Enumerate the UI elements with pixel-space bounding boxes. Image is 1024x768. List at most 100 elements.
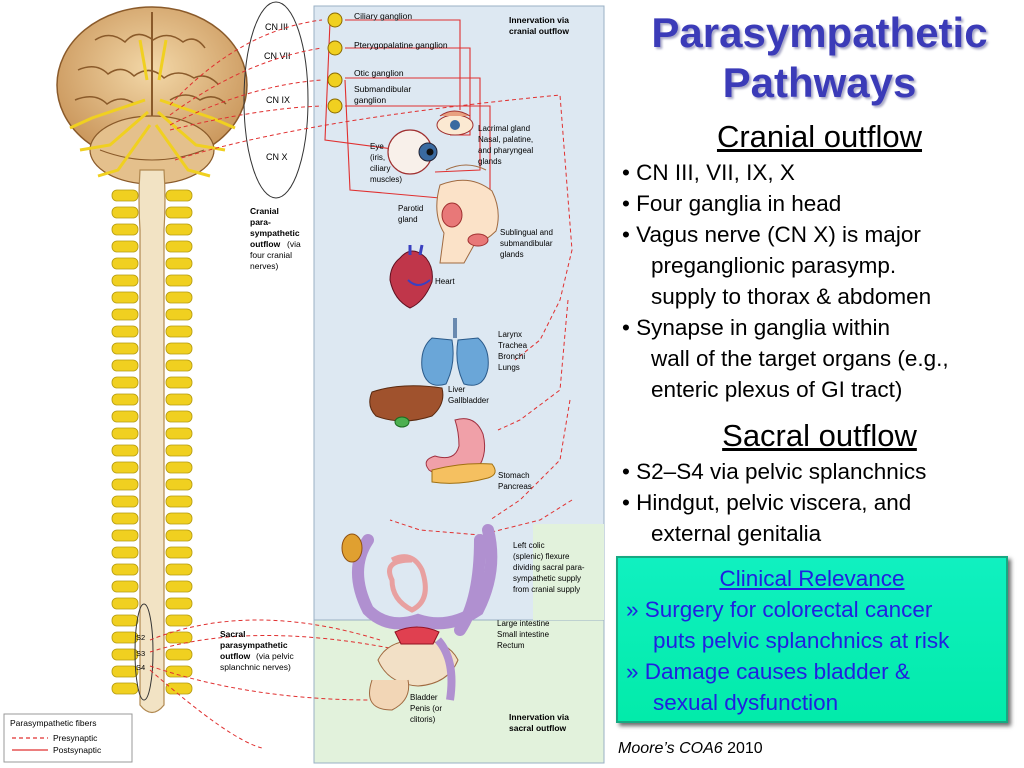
spinal-nerve-root bbox=[111, 223, 139, 236]
svg-text:from cranial supply: from cranial supply bbox=[513, 585, 580, 594]
svg-text:ciliary: ciliary bbox=[370, 164, 390, 173]
spinal-nerve-root bbox=[165, 257, 193, 270]
fiber-legend: Parasympathetic fibers Presynaptic Posts… bbox=[3, 713, 133, 763]
cranial-bullet: • Vagus nerve (CN X) is major preganglio… bbox=[622, 222, 932, 309]
legend-presynaptic-label: Presynaptic bbox=[53, 733, 98, 743]
intestine-illustration bbox=[341, 524, 498, 636]
svg-text:Parotid: Parotid bbox=[398, 204, 423, 213]
spinal-nerve-root bbox=[111, 342, 139, 355]
spinal-nerve-root bbox=[111, 410, 139, 423]
spinal-nerve-root bbox=[165, 291, 193, 304]
sacral-outflow-label: Sacral parasympathetic outflow (via pelv… bbox=[220, 629, 295, 672]
spinal-nerve-root bbox=[111, 427, 139, 440]
label-ciliary-ganglion: Ciliary ganglion bbox=[354, 11, 412, 21]
svg-text:Stomach: Stomach bbox=[498, 471, 530, 480]
spinal-nerve-root bbox=[111, 682, 139, 695]
spinal-nerve-root bbox=[111, 325, 139, 338]
svg-text:outflow: outflow bbox=[220, 651, 251, 661]
svg-text:(iris,: (iris, bbox=[370, 153, 385, 162]
label-cranial-innervation-1: Innervation via bbox=[509, 15, 569, 25]
spinal-nerve-root bbox=[165, 189, 193, 202]
cranial-bullet: • CN III, VII, IX, X bbox=[622, 160, 795, 185]
cranial-nerves bbox=[69, 39, 236, 178]
cranial-outflow-label: Cranial para- sympathetic outflow (via f… bbox=[250, 206, 301, 271]
svg-text:muscles): muscles) bbox=[370, 175, 402, 184]
svg-text:parasympathetic: parasympathetic bbox=[220, 640, 288, 650]
sacral-bullet: • S2–S4 via pelvic splanchnics bbox=[622, 459, 927, 484]
svg-text:Large intestine: Large intestine bbox=[497, 619, 550, 628]
svg-text:nerves): nerves) bbox=[250, 261, 279, 271]
svg-text:sympathetic supply: sympathetic supply bbox=[513, 574, 581, 583]
svg-text:Rectum: Rectum bbox=[497, 641, 525, 650]
citation: Moore’s COA6 2010 bbox=[618, 740, 763, 758]
sacral-innervation-panel bbox=[313, 619, 605, 764]
spinal-nerve-root bbox=[165, 410, 193, 423]
svg-text:splanchnic nerves): splanchnic nerves) bbox=[220, 662, 291, 672]
parotid-label: Parotid gland bbox=[398, 204, 423, 224]
label-cn-vii: CN VII bbox=[264, 51, 291, 61]
svg-text:submandibular: submandibular bbox=[500, 239, 553, 248]
spinal-nerve-root bbox=[165, 597, 193, 610]
presynaptic-fibers bbox=[149, 19, 573, 749]
spinal-nerve-root bbox=[111, 580, 139, 593]
spinal-nerve-root bbox=[111, 665, 139, 678]
spinal-cord bbox=[138, 169, 166, 714]
svg-text:para-: para- bbox=[250, 217, 271, 227]
head-glands-illustration bbox=[436, 164, 499, 264]
spinal-nerve-root bbox=[165, 274, 193, 287]
svg-text:Small intestine: Small intestine bbox=[497, 630, 550, 639]
sacral-outflow-list: • S2–S4 via pelvic splanchnics • Hindgut… bbox=[622, 456, 1022, 549]
svg-text:Sublingual and: Sublingual and bbox=[500, 228, 553, 237]
sublingual-label: Sublingual and submandibular glands bbox=[500, 228, 553, 259]
svg-text:glands: glands bbox=[500, 250, 524, 259]
citation-work: COA6 bbox=[679, 740, 723, 757]
spinal-nerve-root bbox=[111, 478, 139, 491]
svg-text:outflow: outflow bbox=[250, 239, 281, 249]
spinal-nerve-root bbox=[165, 240, 193, 253]
label-cn-ix: CN IX bbox=[266, 95, 290, 105]
spinal-nerve-root bbox=[111, 563, 139, 576]
svg-text:(via: (via bbox=[287, 239, 301, 249]
svg-text:Innervation via: Innervation via bbox=[509, 712, 569, 722]
svg-text:Nasal, palatine,: Nasal, palatine, bbox=[478, 135, 533, 144]
label-submandibular-ganglion-1: Submandibular bbox=[354, 84, 411, 94]
spinal-nerve-root bbox=[111, 291, 139, 304]
clinical-relevance-box: Clinical Relevance » Surgery for colorec… bbox=[616, 556, 1008, 723]
label-s3: S3 bbox=[136, 649, 145, 658]
spinal-nerve-root bbox=[111, 359, 139, 372]
brain bbox=[56, 6, 248, 185]
lungs-label: Larynx Trachea Bronchi Lungs bbox=[498, 330, 528, 372]
pelvic-organs-illustration bbox=[369, 626, 459, 711]
spinal-nerve-root bbox=[165, 580, 193, 593]
spinal-nerve-root bbox=[165, 682, 193, 695]
slide-title-line-1: Parasympathetic bbox=[651, 9, 988, 56]
svg-text:four cranial: four cranial bbox=[250, 250, 292, 260]
spinal-nerve-root bbox=[111, 648, 139, 661]
svg-text:gland: gland bbox=[398, 215, 418, 224]
lacrimal-label: Lacrimal gland Nasal, palatine, and phar… bbox=[478, 124, 533, 166]
label-pterygopalatine-ganglion: Pterygopalatine ganglion bbox=[354, 40, 448, 50]
spinal-nerve-root bbox=[111, 614, 139, 627]
heart-illustration bbox=[389, 244, 433, 309]
sacral-segments-outline bbox=[134, 603, 154, 701]
stomach-pancreas-illustration bbox=[425, 418, 496, 484]
spinal-nerve-root bbox=[111, 189, 139, 202]
spinal-nerve-root bbox=[111, 206, 139, 219]
label-cn-iii: CN III bbox=[265, 22, 288, 32]
label-s4: S4 bbox=[136, 663, 145, 672]
svg-text:Liver: Liver bbox=[448, 385, 466, 394]
svg-text:and pharyngeal: and pharyngeal bbox=[478, 146, 533, 155]
svg-text:(splenic) flexure: (splenic) flexure bbox=[513, 552, 570, 561]
legend-postsynaptic-label: Postsynaptic bbox=[53, 745, 102, 755]
svg-text:Pancreas: Pancreas bbox=[498, 482, 532, 491]
spinal-nerve-root bbox=[165, 376, 193, 389]
citation-author: Moore’s bbox=[618, 740, 675, 757]
svg-text:Bronchi: Bronchi bbox=[498, 352, 525, 361]
label-submandibular-ganglion-2: ganglion bbox=[354, 95, 386, 105]
clinical-item: » Surgery for colorectal cancer puts pel… bbox=[626, 597, 950, 653]
spinal-nerve-root bbox=[111, 461, 139, 474]
spinal-nerve-root bbox=[165, 461, 193, 474]
svg-text:dividing sacral para-: dividing sacral para- bbox=[513, 563, 585, 572]
label-cranial-innervation-2: cranial outflow bbox=[509, 26, 569, 36]
spinal-nerve-root bbox=[165, 546, 193, 559]
